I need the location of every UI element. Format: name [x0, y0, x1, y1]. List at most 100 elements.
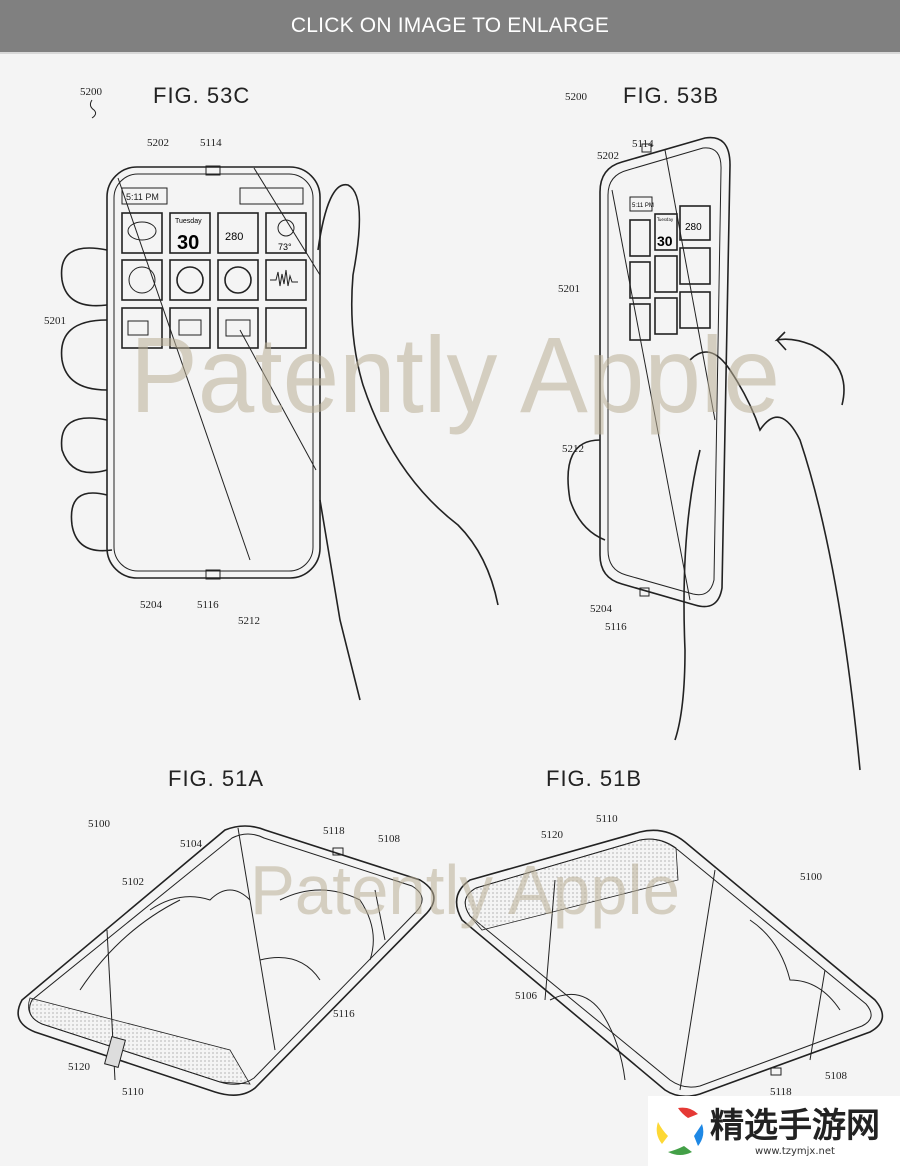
app-store-icon: [654, 255, 678, 293]
app-camera-icon: [217, 307, 259, 349]
figure-51b: FIG. 51B 5110 5120 5100 5106 5108 5118: [455, 766, 884, 1098]
label-5118: 5118: [770, 1086, 792, 1098]
label-5120: 5120: [541, 829, 564, 841]
status-time-box: [121, 187, 168, 205]
label-5106: 5106: [515, 990, 538, 1002]
reflection-line: [679, 869, 716, 1091]
label-5110: 5110: [596, 813, 618, 825]
tree-illustration: [549, 919, 841, 1081]
app-phone-icon: [265, 307, 307, 349]
label-5108: 5108: [378, 833, 401, 845]
app-messages-icon: [121, 212, 163, 254]
app-store-icon: [169, 259, 211, 301]
app-clock-icon: [629, 261, 651, 299]
sensor-5118: [332, 847, 344, 856]
reflection-line: [809, 969, 826, 1061]
sensor-5116: [205, 569, 221, 580]
sensor-5114: [205, 165, 221, 176]
watermark-lower: Patently Apple: [250, 851, 680, 929]
label-5100: 5100: [800, 871, 823, 883]
figure-51a: FIG. 51A 5100 5104 5118 5108 5102 5116 5…: [17, 766, 435, 1098]
reflection-line: [117, 177, 251, 561]
label-5204: 5204: [140, 599, 163, 611]
app-grid: Tuesday 30 280 73°: [121, 212, 307, 349]
reflection-line: [544, 879, 556, 1001]
label-5116: 5116: [605, 621, 627, 633]
app-mail-icon: [169, 307, 211, 349]
fig-53b-title: FIG. 53B: [623, 83, 719, 108]
app-calendar-icon: [169, 212, 211, 254]
app-clock-icon: [121, 259, 163, 301]
calendar-day: Tuesday: [656, 217, 674, 222]
calendar-date: 30: [177, 232, 199, 254]
label-5118: 5118: [323, 825, 345, 837]
reflection-line: [611, 189, 691, 601]
phone-screen: [113, 173, 314, 572]
label-5102: 5102: [122, 876, 144, 888]
label-5201: 5201: [558, 283, 580, 295]
app-music-icon: [679, 247, 711, 285]
phone-screen: [607, 147, 722, 596]
app-facetime-icon: [121, 307, 163, 349]
device-body: [17, 825, 435, 1096]
sensor-5116: [639, 587, 650, 597]
app-maps-icon: [679, 205, 711, 241]
app-music-icon: [217, 259, 259, 301]
fig-51a-title: FIG. 51A: [168, 766, 264, 791]
reflection-line: [374, 889, 386, 941]
dotted-edge-region: [28, 997, 251, 1085]
label-5212: 5212: [238, 615, 260, 627]
label-5108: 5108: [825, 1070, 848, 1082]
reflection-line: [239, 329, 317, 471]
watermark-main: Patently Apple: [130, 314, 780, 435]
highway-number: 280: [685, 222, 702, 233]
label-5201: 5201: [44, 315, 66, 327]
label-5202: 5202: [597, 150, 619, 162]
highway-number: 280: [225, 231, 243, 243]
label-5200: 5200: [80, 86, 103, 98]
device-body: [455, 829, 884, 1098]
reflection-line: [237, 827, 276, 1051]
enlarge-banner[interactable]: CLICK ON IMAGE TO ENLARGE: [0, 0, 900, 54]
label-5104: 5104: [180, 838, 203, 850]
reflection-line: [253, 167, 321, 276]
sensor-5118: [770, 1067, 782, 1076]
site-url: www.tzymjx.net: [755, 1145, 835, 1157]
dotted-edge-region: [464, 838, 679, 931]
app-mail-icon: [654, 297, 678, 335]
label-5120: 5120: [68, 1061, 91, 1073]
figure-53b: FIG. 53B 5200 5202 5114 5201 5212 5204 5…: [558, 83, 861, 771]
calendar-date: 30: [657, 233, 673, 249]
calendar-day: Tuesday: [175, 218, 202, 225]
fingers-outline: [60, 247, 113, 552]
status-time: 5:11 PM: [632, 203, 654, 209]
site-logo[interactable]: 精选手游网 www.tzymjx.net: [648, 1096, 900, 1166]
sensor-5114: [641, 143, 652, 153]
status-time-box: [629, 196, 653, 212]
phone-body: [106, 166, 321, 579]
temperature: 73°: [278, 242, 292, 252]
app-facetime-icon: [629, 303, 651, 341]
label-5114: 5114: [200, 137, 222, 149]
app-weather-icon: [265, 212, 307, 254]
app-messages-icon: [629, 219, 651, 257]
leader-arrow: [89, 99, 97, 119]
label-5202: 5202: [147, 137, 169, 149]
site-name: 精选手游网: [710, 1105, 880, 1146]
tree-illustration: [79, 889, 374, 991]
phone-body: [599, 136, 731, 608]
enlarge-banner-text: CLICK ON IMAGE TO ENLARGE: [290, 14, 610, 37]
reflection-line: [664, 149, 716, 421]
fig-53c-title: FIG. 53C: [153, 83, 250, 108]
pinwheel-logo-icon: [656, 1107, 704, 1155]
label-5110: 5110: [122, 1086, 144, 1098]
figure-53c: FIG. 53C 5200 5202 5114 5201 5204 5116 5…: [44, 83, 499, 701]
app-maps-icon: [217, 212, 259, 254]
label-5116: 5116: [333, 1008, 355, 1020]
label-5100: 5100: [88, 818, 111, 830]
label-5200: 5200: [565, 91, 588, 103]
status-time: 5:11 PM: [126, 192, 159, 202]
app-calendar-icon: [654, 213, 678, 251]
label-5116: 5116: [197, 599, 219, 611]
